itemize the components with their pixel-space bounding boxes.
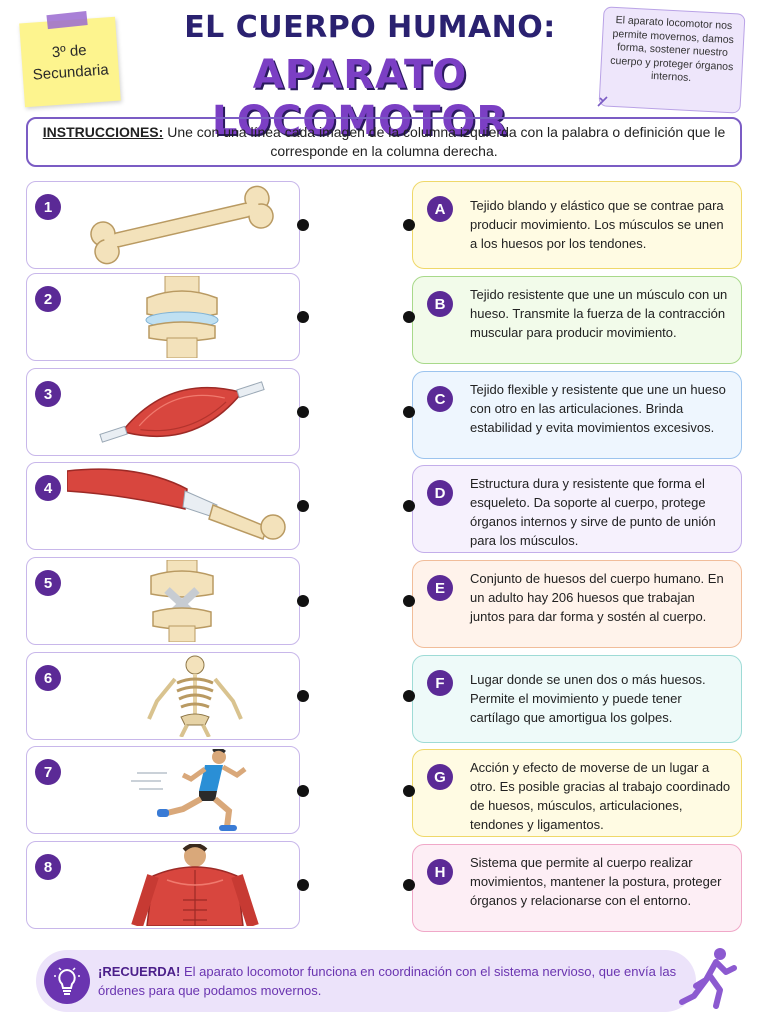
- connector-dot-left-6[interactable]: [297, 690, 309, 702]
- reminder-banner: ¡RECUERDA! El aparato locomotor funciona…: [36, 950, 696, 1012]
- connector-dot-right-a[interactable]: [403, 219, 415, 231]
- connector-dot-left-8[interactable]: [297, 879, 309, 891]
- connector-dot-left-2[interactable]: [297, 311, 309, 323]
- bone-icon: [90, 185, 274, 265]
- connector-dot-left-1[interactable]: [297, 219, 309, 231]
- letter-badge: B: [427, 291, 453, 317]
- reminder-text: ¡RECUERDA! El aparato locomotor funciona…: [98, 962, 682, 1000]
- reminder-body: El aparato locomotor funciona en coordin…: [98, 964, 677, 998]
- letter-badge: E: [427, 575, 453, 601]
- muscular-torso-icon: [131, 844, 259, 926]
- number-badge: 7: [35, 759, 61, 785]
- running-person-icon: [679, 948, 737, 1009]
- definition-text: Tejido blando y elástico que se contrae …: [470, 198, 724, 251]
- connector-dot-right-h[interactable]: [403, 879, 415, 891]
- number-badge: 5: [35, 570, 61, 596]
- definition-card-a: A Tejido blando y elástico que se contra…: [412, 181, 742, 269]
- image-card-8: 8: [26, 841, 300, 929]
- connector-dot-right-b[interactable]: [403, 311, 415, 323]
- definition-text: Estructura dura y resistente que forma e…: [470, 476, 716, 548]
- instructions-label: INSTRUCCIONES:: [42, 124, 164, 140]
- connector-dot-left-4[interactable]: [297, 500, 309, 512]
- page-title-line2: APARATO LOCOMOTOR: [211, 52, 509, 144]
- knee-cartilage-icon: [145, 276, 219, 358]
- definition-text: Sistema que permite al cuerpo realizar m…: [470, 855, 722, 908]
- image-card-7: 7: [26, 746, 300, 834]
- image-card-4: 4: [26, 462, 300, 550]
- image-card-6: 6: [26, 652, 300, 740]
- connector-dot-right-f[interactable]: [403, 690, 415, 702]
- grade-sticky-note: 3º de Secundaria: [19, 11, 121, 108]
- letter-badge: D: [427, 480, 453, 506]
- connector-dot-left-5[interactable]: [297, 595, 309, 607]
- number-badge: 2: [35, 286, 61, 312]
- muscle-icon: [99, 381, 265, 443]
- runner-icon: [131, 749, 247, 831]
- number-badge: 6: [35, 665, 61, 691]
- tape-decoration: [46, 11, 88, 30]
- tendon-icon: [67, 468, 286, 540]
- letter-badge: A: [427, 196, 453, 222]
- image-card-3: 3: [26, 368, 300, 456]
- definition-text: Acción y efecto de moverse de un lugar a…: [470, 760, 731, 832]
- lightbulb-icon: [44, 958, 90, 1004]
- definition-card-e: E Conjunto de huesos del cuerpo humano. …: [412, 560, 742, 648]
- sparkle-icon: [597, 96, 608, 107]
- image-card-1: 1: [26, 181, 300, 269]
- page-title-line1: EL CUERPO HUMANO:: [184, 10, 556, 45]
- connector-dot-right-e[interactable]: [403, 595, 415, 607]
- number-badge: 3: [35, 381, 61, 407]
- definition-card-f: F Lugar donde se unen dos o más huesos. …: [412, 655, 742, 743]
- number-badge: 8: [35, 854, 61, 880]
- instructions-text: Une con una línea cada imagen de la colu…: [163, 124, 726, 159]
- definition-text: Lugar donde se unen dos o más huesos. Pe…: [470, 672, 706, 725]
- skeleton-icon: [147, 655, 243, 737]
- definition-text: Tejido flexible y resistente que une un …: [470, 382, 726, 435]
- number-badge: 1: [35, 194, 61, 220]
- grade-label: 3º de Secundaria: [32, 41, 110, 84]
- connector-dot-left-7[interactable]: [297, 785, 309, 797]
- number-badge: 4: [35, 475, 61, 501]
- letter-badge: C: [427, 386, 453, 412]
- instructions-box: INSTRUCCIONES: Une con una línea cada im…: [26, 117, 742, 167]
- knee-ligament-icon: [150, 560, 214, 642]
- letter-badge: G: [427, 764, 453, 790]
- image-card-2: 2: [26, 273, 300, 361]
- reminder-label: ¡RECUERDA!: [98, 964, 181, 979]
- definition-text: Conjunto de huesos del cuerpo humano. En…: [470, 571, 724, 624]
- definition-card-h: H Sistema que permite al cuerpo realizar…: [412, 844, 742, 932]
- definition-card-d: D Estructura dura y resistente que forma…: [412, 465, 742, 553]
- letter-badge: F: [427, 670, 453, 696]
- connector-dot-right-d[interactable]: [403, 500, 415, 512]
- connector-dot-left-3[interactable]: [297, 406, 309, 418]
- connector-dot-right-c[interactable]: [403, 406, 415, 418]
- definition-card-c: C Tejido flexible y resistente que une u…: [412, 371, 742, 459]
- definition-card-g: G Acción y efecto de moverse de un lugar…: [412, 749, 742, 837]
- definition-card-b: B Tejido resistente que une un músculo c…: [412, 276, 742, 364]
- info-note: El aparato locomotor nos permite moverno…: [598, 6, 746, 114]
- definition-text: Tejido resistente que une un músculo con…: [470, 287, 728, 340]
- letter-badge: H: [427, 859, 453, 885]
- image-card-5: 5: [26, 557, 300, 645]
- connector-dot-right-g[interactable]: [403, 785, 415, 797]
